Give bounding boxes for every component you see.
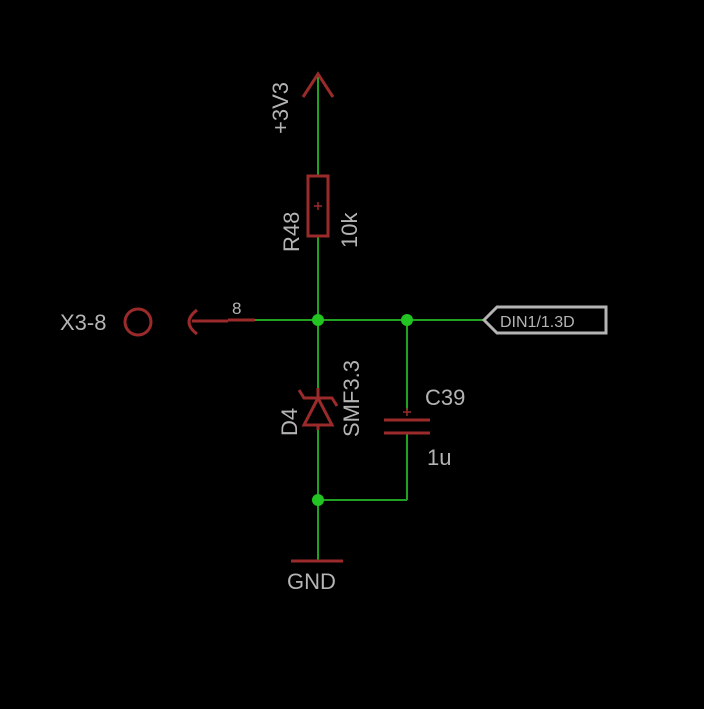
capacitor-c39: C39 1u <box>384 385 465 470</box>
net-label-text: DIN1/1.3D <box>500 314 575 331</box>
resistor-ref-label: R48 <box>279 212 304 252</box>
net-label-din1: DIN1/1.3D <box>481 305 608 335</box>
capacitor-value-label: 1u <box>427 445 451 470</box>
power-arrow-icon <box>301 71 335 98</box>
resistor-value-label: 10k <box>337 212 362 248</box>
power-label: +3V3 <box>268 82 293 134</box>
diode-value-label: SMF3.3 <box>339 360 364 437</box>
diode-triangle-icon <box>301 394 335 427</box>
wires <box>255 74 486 560</box>
junctions <box>312 314 413 506</box>
diode-d4: D4 SMF3.3 <box>277 360 364 437</box>
resistor-body-icon <box>306 174 330 238</box>
diode-ref-label: D4 <box>277 408 302 436</box>
power-symbol: +3V3 <box>268 71 335 134</box>
resistor-r48: R48 10k <box>279 174 362 252</box>
connector-pin-circle-icon <box>123 307 153 337</box>
ground-symbol: GND <box>287 559 343 594</box>
ground-label: GND <box>287 569 336 594</box>
junction-dot <box>312 314 324 326</box>
connector-pin-label: 8 <box>232 299 241 318</box>
connector-ref-label: X3-8 <box>60 310 106 335</box>
junction-dot <box>312 494 324 506</box>
junction-dot <box>401 314 413 326</box>
net-label-flag-icon <box>481 305 608 335</box>
connector-socket-icon <box>187 308 198 336</box>
connector-x3-8: X3-8 8 <box>60 299 255 337</box>
capacitor-ref-label: C39 <box>425 385 465 410</box>
